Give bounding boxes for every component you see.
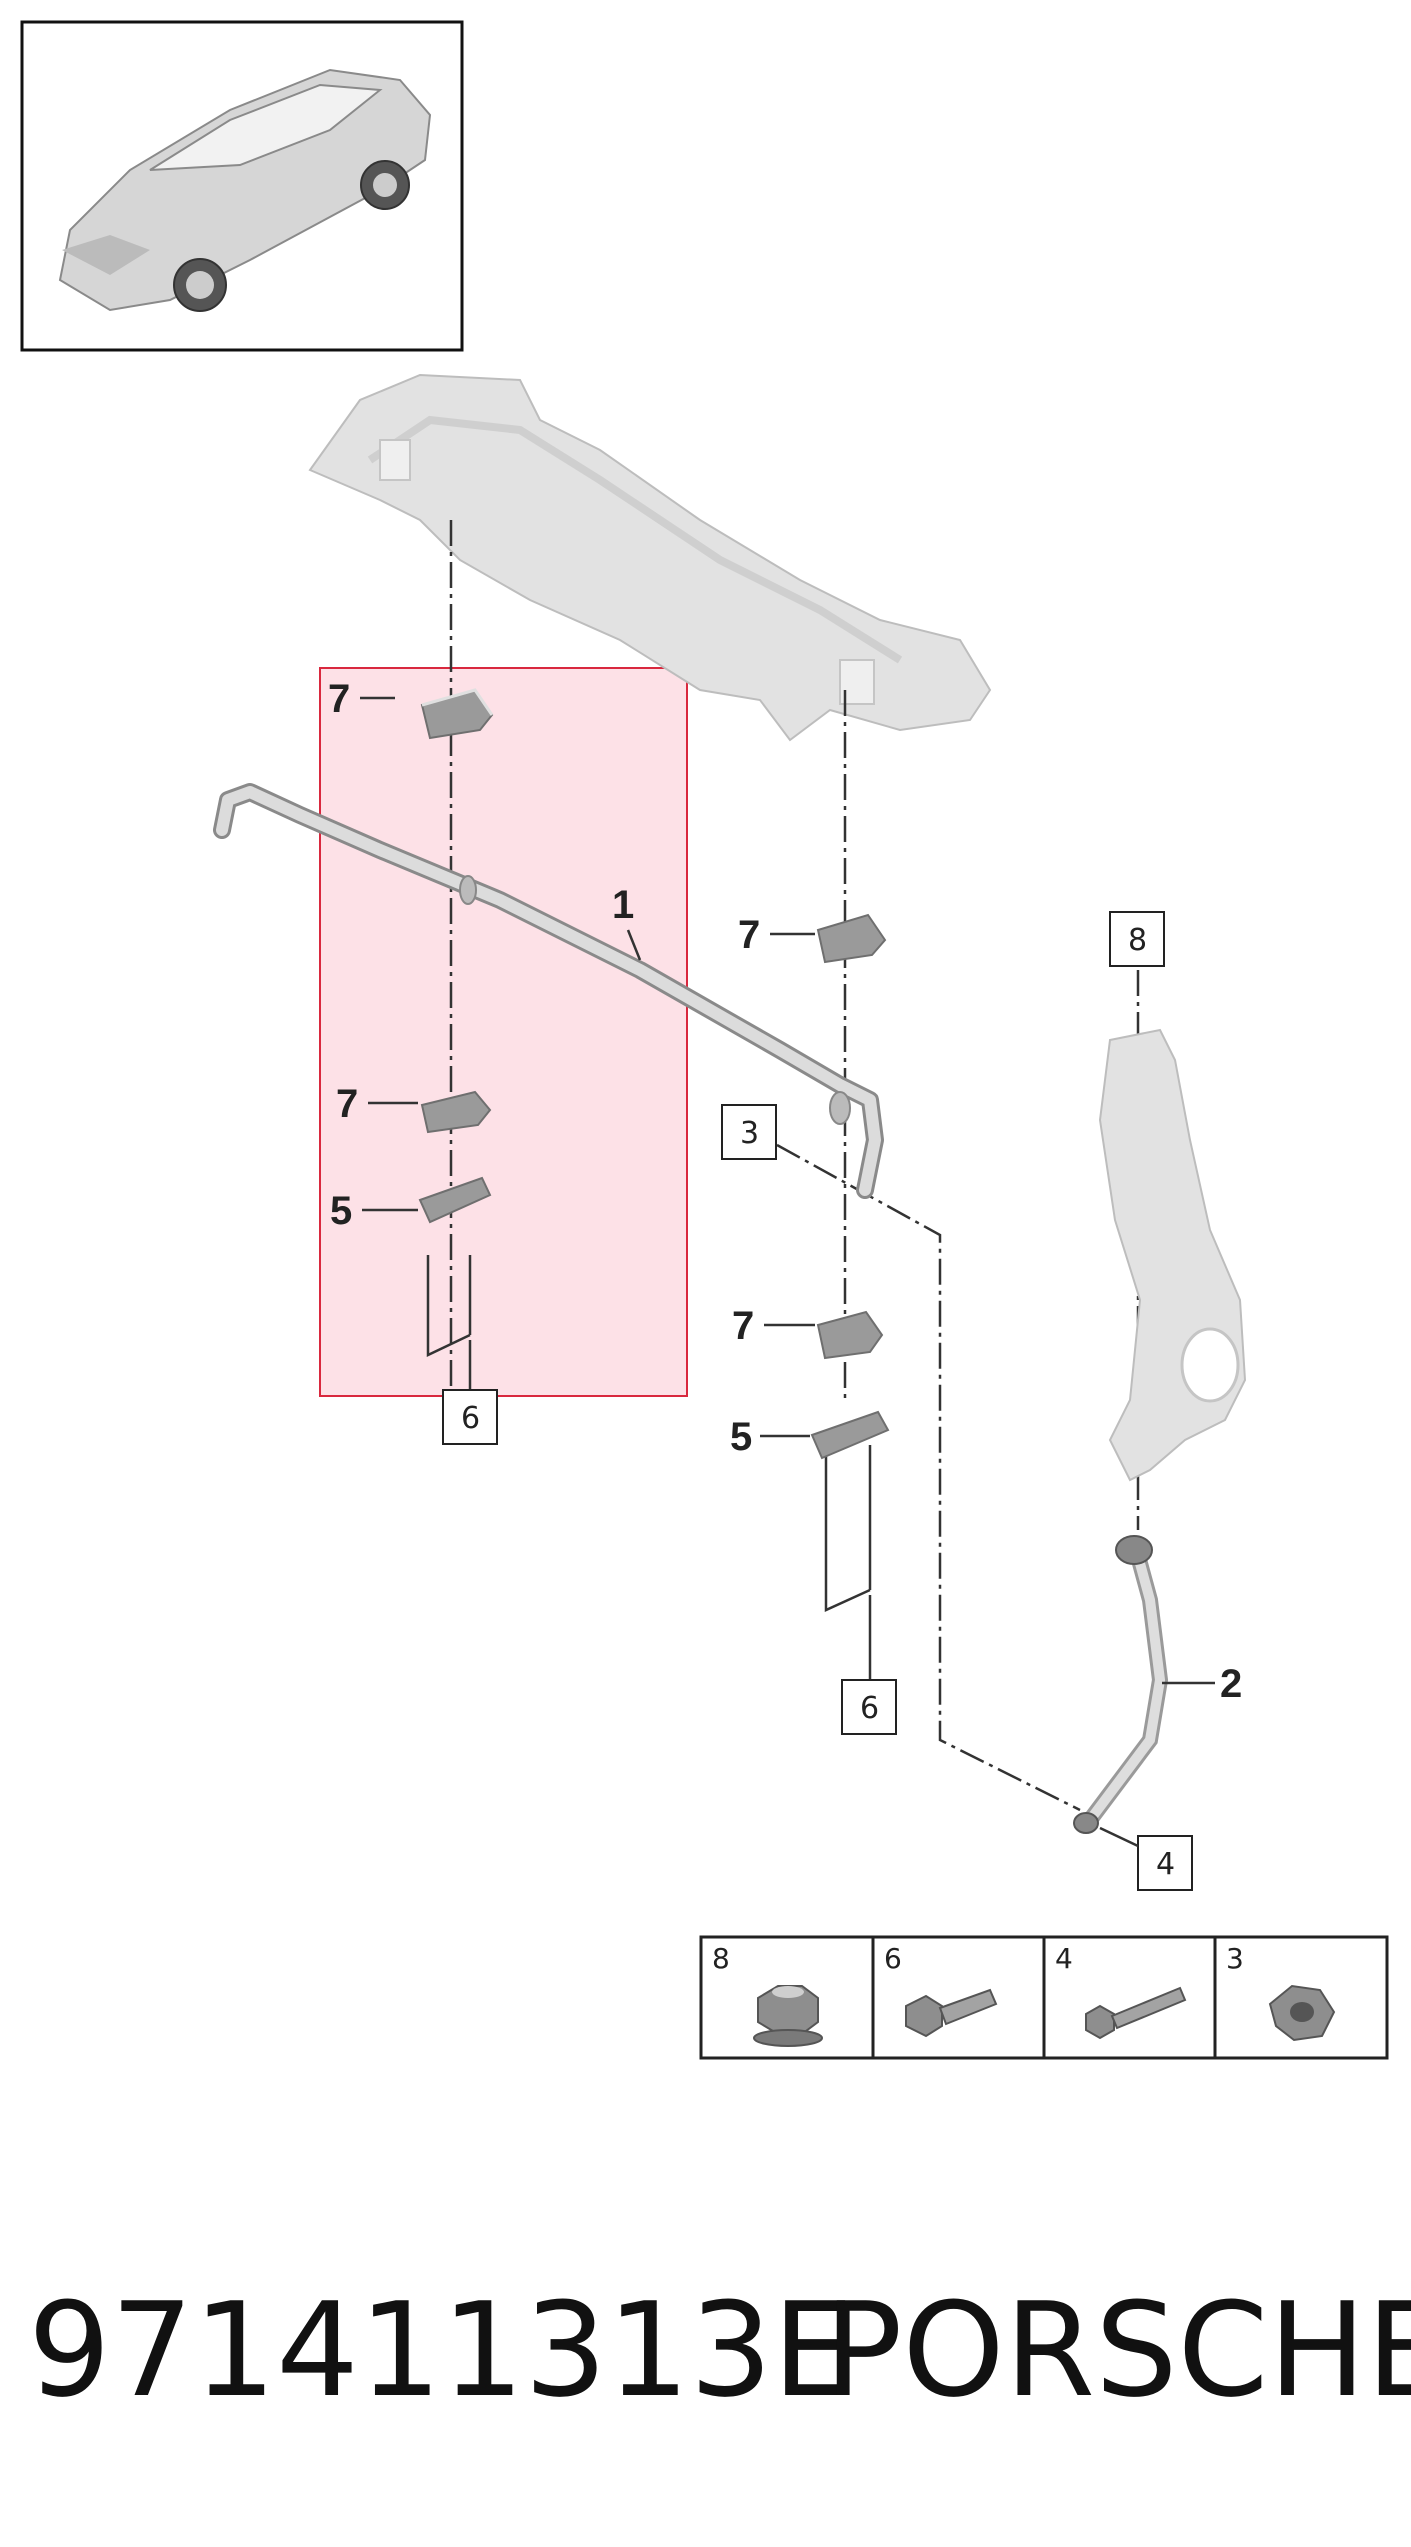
hardware-cell-3[interactable]: 3 [1226,1942,1336,2042]
callout-7d[interactable]: 7 [732,1304,815,1348]
callout-label-7a: 7 [328,677,350,721]
flange-nut-icon [753,1985,823,2047]
boxed-callout-6-right[interactable]: 6 [841,1679,897,1735]
callout-2[interactable]: 2 [1162,1662,1242,1706]
coupling-rod [1073,1535,1169,1834]
rear-subframe [308,373,992,742]
callout-label-5b: 5 [730,1415,752,1459]
callout-7a[interactable]: 7 [328,677,395,721]
callout-label-6b: 6 [860,1691,879,1726]
short-bolt-icon [905,1988,998,2038]
hardware-cell-label-6: 6 [884,1942,902,1975]
brand-name: PORSCHE [824,2274,1411,2426]
boxed-callout-6-left[interactable]: 6 [442,1389,498,1445]
bushing-7-bottom-left [420,1090,492,1134]
callout-label-8: 8 [1128,923,1147,958]
bracket-5-right [810,1410,890,1460]
callout-label-4: 4 [1156,1847,1175,1882]
callout-1[interactable]: 1 [612,883,642,961]
bushing-7-top-left [420,688,494,740]
bushing-7-bottom-right [816,1310,884,1360]
vehicle-thumbnail[interactable] [20,20,464,352]
callout-label-2: 2 [1220,1662,1242,1706]
callout-5a[interactable]: 5 [330,1189,418,1233]
hardware-cell-8[interactable]: 8 [712,1942,823,2047]
boxed-callout-8[interactable]: 8 [1109,911,1165,967]
bushing-7-top-right [816,913,887,964]
hardware-table: 8 6 4 3 [699,1935,1389,2060]
hardware-cell-label-3: 3 [1226,1942,1244,1975]
part-number: 971411313E [28,2274,855,2426]
car-icon [58,68,432,312]
long-bolt-icon [1085,1986,1187,2040]
callout-7c[interactable]: 7 [738,913,815,957]
boxed-callout-3[interactable]: 3 [721,1104,777,1160]
callout-label-1: 1 [612,883,634,927]
bracket-5-left [418,1176,492,1224]
callout-label-5a: 5 [330,1189,352,1233]
callout-label-7d: 7 [732,1304,754,1348]
stabilizer-bar [213,783,884,1199]
hardware-cell-6[interactable]: 6 [884,1942,998,2038]
hardware-cell-label-4: 4 [1055,1942,1073,1975]
callout-label-3: 3 [740,1116,759,1151]
callout-7b[interactable]: 7 [336,1082,418,1126]
callout-5b[interactable]: 5 [730,1415,810,1459]
callout-label-7c: 7 [738,913,760,957]
hardware-cell-4[interactable]: 4 [1055,1942,1187,2040]
callout-label-7b: 7 [336,1082,358,1126]
boxed-callout-4[interactable]: 4 [1099,1826,1193,1891]
hex-nut-icon [1268,1984,1336,2042]
callout-label-6a: 6 [461,1401,480,1436]
hardware-cell-label-8: 8 [712,1942,730,1975]
wheel-carrier [1098,1028,1247,1482]
highlight-region [319,667,688,1397]
